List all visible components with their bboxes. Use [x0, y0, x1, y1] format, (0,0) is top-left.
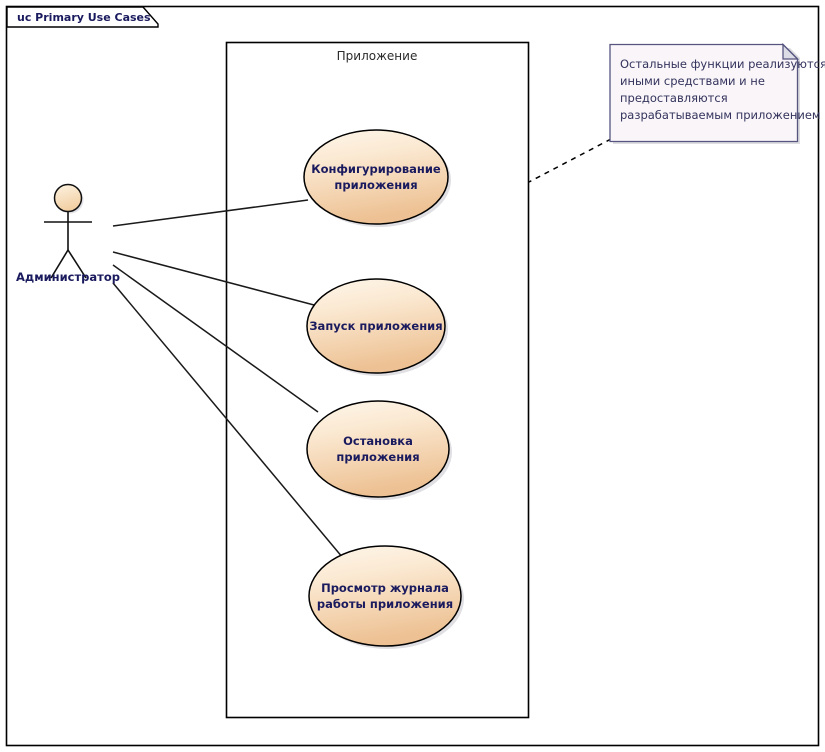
use-case-ellipse [303, 129, 449, 225]
association-lines [112, 199, 344, 559]
use-case-ellipse [306, 278, 446, 374]
actor-right-leg-icon [67, 249, 87, 279]
use-case-label-line-2: работы приложения [317, 597, 453, 611]
use-case-label-line-1: Просмотр журнала [321, 581, 449, 595]
use-case-ellipse [306, 400, 450, 498]
note-comment[interactable]: Остальные функции реализуются иными сред… [609, 42, 825, 145]
use-case-label-line-2: приложения [336, 450, 419, 464]
note-text-line-3: предоставляются [620, 91, 728, 105]
association-admin-to-start [112, 251, 315, 306]
frame-title-label: uc Primary Use Cases [17, 11, 151, 24]
use-case-stop-application[interactable]: Остановка приложения [306, 400, 452, 500]
use-case-start-application[interactable]: Запуск приложения [306, 278, 448, 376]
association-admin-to-configure [112, 199, 309, 227]
note-text-line-2: иными средствами и не [620, 74, 765, 88]
association-admin-to-view-log [112, 282, 344, 559]
note-text-line-1: Остальные функции реализуются [620, 57, 825, 71]
use-case-label-line-1: Запуск приложения [309, 319, 442, 333]
note-text-line-4: разрабатываемым приложением [620, 108, 821, 122]
association-admin-to-stop [112, 264, 319, 413]
use-case-configure-application[interactable]: Конфигурирование приложения [303, 129, 451, 227]
actor-head-icon [53, 183, 83, 213]
use-case-ellipse [308, 545, 462, 647]
actor-left-leg-icon [50, 249, 69, 279]
use-case-view-application-log[interactable]: Просмотр журнала работы приложения [308, 545, 464, 649]
use-case-label-line-1: Остановка [343, 434, 413, 448]
use-case-label-line-2: приложения [334, 178, 417, 192]
actor-label: Администратор [16, 270, 120, 284]
note-body [609, 43, 799, 143]
note-folded-corner-icon [782, 42, 800, 60]
actor-administrator[interactable]: Администратор [16, 183, 120, 285]
system-boundary-label: Приложение [337, 49, 418, 63]
use-case-label-line-1: Конфигурирование [311, 162, 441, 176]
frame-title-tab [6, 6, 159, 28]
